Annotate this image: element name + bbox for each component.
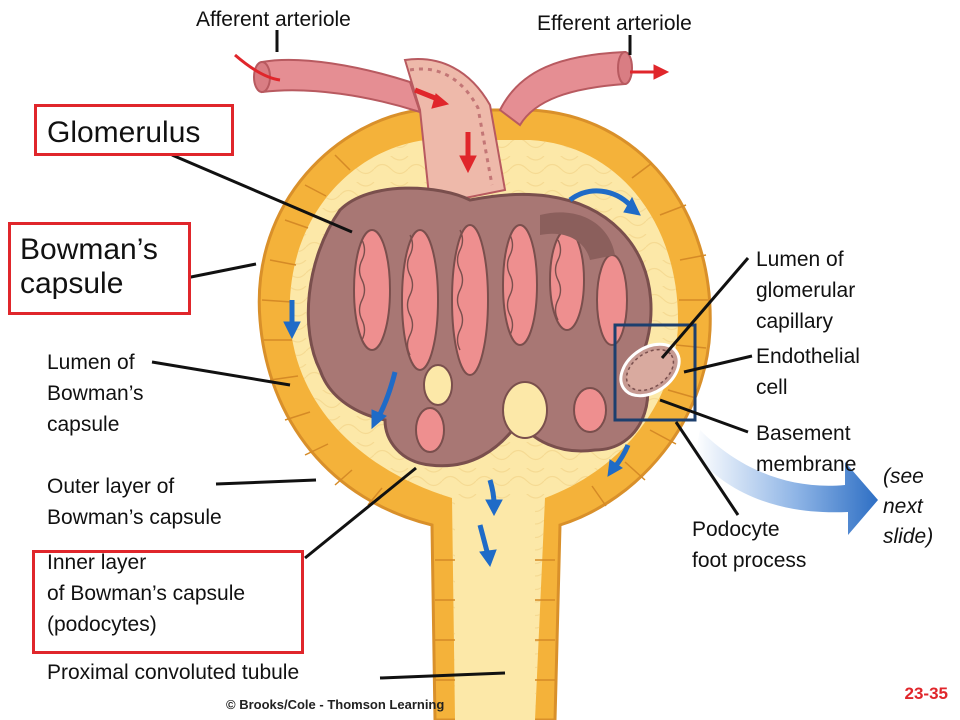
proximal-tubule-label: Proximal convoluted tubule [47, 661, 300, 684]
afferent-arteriole [253, 58, 422, 114]
blood-flow-arrows [234, 53, 670, 174]
basement-membrane-label: Basement membrane [756, 422, 857, 476]
bowmans-capsule-label-line1: Bowman’s [20, 233, 158, 266]
lumen-bowmans-label: Lumen of Bowman’s capsule [47, 351, 144, 436]
leader-lines [151, 30, 753, 680]
filtrate-flow-arrows [283, 188, 641, 568]
afferent-arteriole-label: Afferent arteriole [196, 8, 351, 31]
podocyte-foot-label: Podocyte foot process [692, 518, 807, 572]
efferent-arteriole-label: Efferent arteriole [537, 12, 692, 35]
copyright-text: © Brooks/Cole - Thomson Learning [226, 697, 445, 712]
slide-number: 23-35 [904, 684, 948, 703]
bowmans-capsule-label-box: Bowman’s capsule [8, 222, 191, 315]
next-slide-arrow [695, 430, 878, 535]
lumen-capillary-label: Lumen of glomerular capillary [756, 248, 856, 333]
endothelial-cell-label: Endothelial cell [756, 345, 860, 399]
glomerulus-tuft [306, 186, 653, 468]
inner-layer-label-box [32, 550, 304, 654]
inner-layer-label: Inner layer of Bowman’s capsule (podocyt… [47, 551, 246, 636]
glomerulus-label-box: Glomerulus [34, 104, 234, 156]
bowmans-capsule-label-line2: capsule [20, 267, 124, 300]
see-next-slide-label: (see next slide) [883, 465, 934, 548]
outer-layer-label: Outer layer of Bowman’s capsule [47, 475, 222, 529]
glomerulus-label: Glomerulus [47, 116, 201, 149]
efferent-arteriole [498, 50, 633, 127]
